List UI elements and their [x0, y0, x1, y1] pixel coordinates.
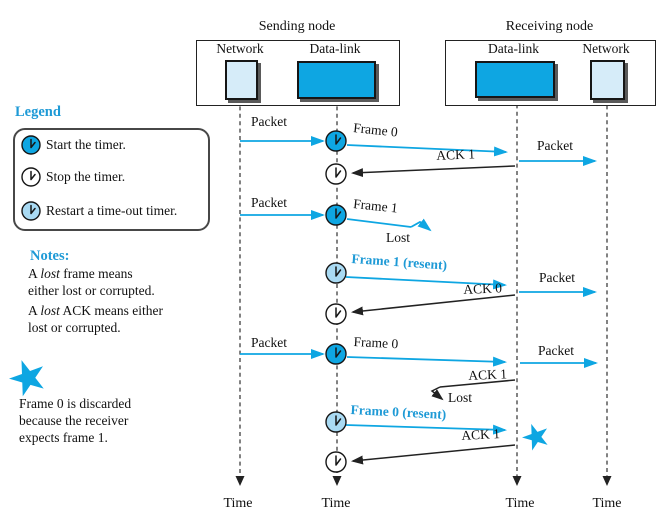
legend-item-label: Stop the timer.: [46, 169, 126, 184]
discard-star-icon: [522, 423, 548, 451]
frame-label: Frame 0: [353, 334, 399, 352]
note-text: A: [28, 303, 41, 318]
stop-timer-icon: [325, 303, 347, 325]
stop-timer-icon: [325, 163, 347, 185]
note-line: either lost or corrupted.: [28, 283, 155, 298]
start-timer-icon: [325, 204, 347, 226]
note-text: ACK means either: [59, 303, 164, 318]
legend-title: Legend: [15, 104, 61, 120]
sending-network-box: [225, 60, 258, 100]
restart-timer-icon: [325, 262, 347, 284]
packet-label: Packet: [537, 138, 573, 153]
stop-timer-icon: [21, 167, 41, 187]
sending-datalink-box: [297, 61, 376, 99]
frame1-resent-arrow: [345, 276, 507, 290]
frame0-arrow: [346, 144, 508, 157]
note-line: lost or corrupted.: [28, 320, 121, 335]
timer-icons: [325, 130, 347, 473]
frame0-resent-arrow: [345, 424, 507, 435]
discard-star-icon: [9, 360, 44, 397]
restart-timer-icon: [21, 201, 41, 221]
receiving-datalink-box: [475, 61, 555, 98]
star-note-line: Frame 0 is discarded: [19, 396, 132, 411]
start-timer-icon: [325, 343, 347, 365]
sending-node-title: Sending node: [258, 19, 336, 34]
frame-arrows: [240, 136, 598, 435]
receiving-network-label: Network: [582, 41, 630, 56]
lost-label: Lost: [386, 230, 411, 245]
start-timer-icon: [21, 135, 41, 155]
note-line: A lost ACK means either: [28, 303, 164, 318]
receiving-node-title: Receiving node: [505, 19, 594, 34]
receiving-datalink-label: Data-link: [488, 41, 539, 56]
start-timer-icon: [325, 130, 347, 152]
ack1-arrow: [351, 165, 516, 178]
frame0b-arrow: [346, 356, 507, 367]
notes-title: Notes:: [30, 248, 70, 264]
legend-item-label: Start the timer.: [46, 137, 126, 152]
ack-label: ACK 0: [462, 280, 503, 297]
ack-label: ACK 1: [467, 366, 508, 383]
legend-box: [13, 128, 210, 231]
ack-label: ACK 1: [435, 146, 476, 163]
packet-label: Packet: [251, 114, 287, 129]
frame1-lost-bolt: [410, 218, 432, 232]
packet-label: Packet: [539, 270, 575, 285]
packet-label: Packet: [538, 343, 574, 358]
note-text: frame means: [59, 266, 133, 281]
ack-label: ACK 1: [460, 425, 501, 443]
note-emphasis: lost: [40, 303, 60, 318]
time-label: Time: [592, 496, 622, 511]
lifelines: [235, 97, 612, 486]
receiving-network-box: [590, 60, 625, 100]
frame1-arrow: [346, 218, 412, 228]
time-label: Time: [321, 496, 351, 511]
legend-item-label: Restart a time-out timer.: [46, 203, 178, 218]
packet-label: Packet: [251, 335, 287, 350]
ack1-lost-arrow: [439, 379, 516, 388]
ack1-lost-bolt: [430, 386, 444, 401]
note-line: A lost frame means: [28, 266, 133, 281]
sending-network-label: Network: [216, 41, 264, 56]
packet-label: Packet: [251, 195, 287, 210]
sending-datalink-label: Data-link: [309, 41, 361, 56]
time-label: Time: [223, 496, 253, 511]
time-label: Time: [505, 496, 535, 511]
star-note-line: because the receiver: [19, 413, 129, 428]
note-emphasis: lost: [40, 266, 60, 281]
restart-timer-icon: [325, 411, 347, 433]
ack0-arrow: [351, 294, 516, 316]
lost-label: Lost: [448, 390, 473, 405]
star-note-line: expects frame 1.: [19, 430, 108, 445]
note-text: A: [28, 266, 41, 281]
ack-arrows: [351, 165, 516, 465]
stop-timer-icon: [325, 451, 347, 473]
ack1b-arrow: [351, 444, 516, 465]
